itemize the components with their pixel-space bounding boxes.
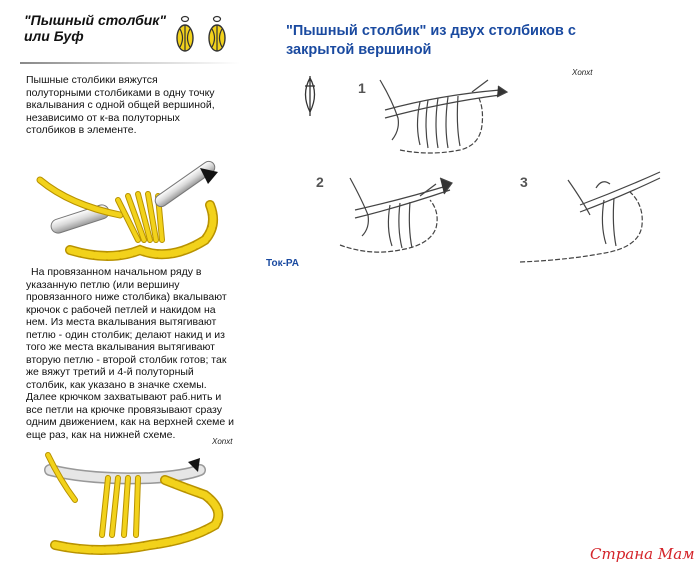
step-number-1: 1 bbox=[358, 80, 366, 96]
right-title: "Пышный столбик" из двух столбиков с зак… bbox=[286, 23, 576, 58]
left-title: "Пышный столбик" или Буф bbox=[24, 12, 167, 44]
step-2-drawing bbox=[339, 177, 453, 253]
intro-paragraph: Пышные столбики вяжутся полуторными стол… bbox=[26, 74, 215, 136]
left-signature: Xonxt bbox=[212, 437, 233, 446]
author-label: Ток-РА bbox=[266, 258, 299, 269]
instructions-paragraph: На провязанном начальном ряду в указанну… bbox=[26, 266, 236, 441]
two-stitch-puff-symbol-icon bbox=[304, 76, 316, 116]
step-3-drawing bbox=[519, 171, 661, 263]
yarn-illustration-top bbox=[36, 160, 219, 261]
step-1-drawing bbox=[379, 79, 509, 154]
yarn-illustration-bottom bbox=[44, 452, 224, 555]
step-number-3: 3 bbox=[520, 174, 528, 190]
step-number-2: 2 bbox=[316, 174, 324, 190]
instructions-text: На провязанном начальном ряду в указанну… bbox=[26, 266, 235, 441]
divider-line bbox=[20, 62, 240, 64]
watermark: Страна Мам bbox=[590, 545, 695, 563]
right-signature: Xonxt bbox=[572, 68, 593, 77]
puff-stitch-symbol-icon bbox=[176, 15, 226, 52]
